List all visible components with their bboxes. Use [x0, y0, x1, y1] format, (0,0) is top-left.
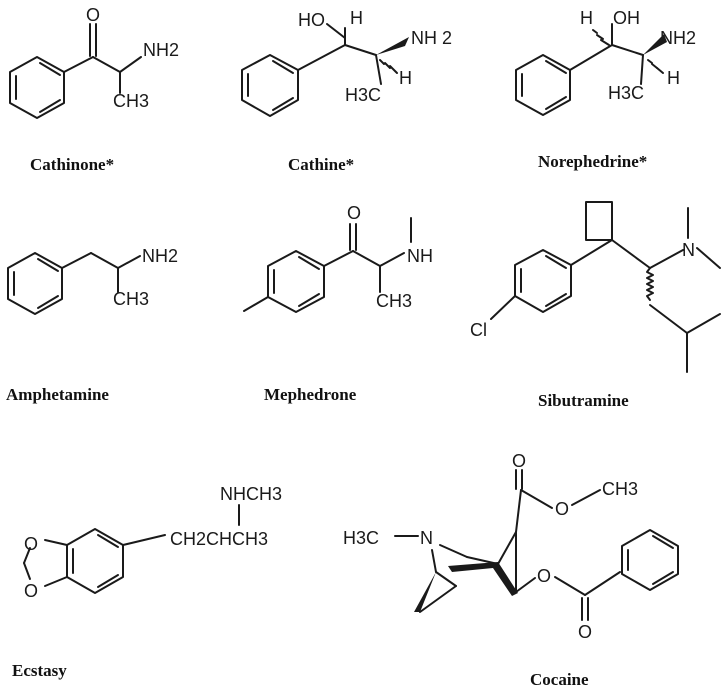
amphetamine-caption: Amphetamine — [6, 385, 109, 404]
sibutramine-nitrogen-label: N — [682, 240, 695, 260]
norephedrine-h1-label: H — [580, 8, 593, 28]
mephedrone-oxygen-label: O — [347, 203, 361, 223]
cathinone-structure: O NH2 CH3 — [9, 5, 179, 119]
cathine-amine-label: NH 2 — [411, 28, 452, 48]
cocaine-ester-methyl-label: CH3 — [602, 479, 638, 499]
cathine-h1-label: H — [350, 8, 363, 28]
amphetamine-structure: NH2 CH3 — [7, 246, 178, 315]
cocaine-benzoyl-oxygen-label: O — [578, 622, 592, 642]
cocaine-ester-oxygen-label: O — [555, 499, 569, 519]
cocaine-structure: H3C N O O CH3 O O — [343, 451, 679, 642]
mephedrone-caption: Mephedrone — [264, 385, 357, 404]
ecstasy-oxygen1-label: O — [24, 534, 38, 554]
cathinone-amine-label: NH2 — [143, 40, 179, 60]
cocaine-carbonyl-oxygen-label: O — [512, 451, 526, 471]
cocaine-nitrogen-label: N — [420, 528, 433, 548]
cocaine-benzoate-oxygen-label: O — [537, 566, 551, 586]
ecstasy-oxygen2-label: O — [24, 581, 38, 601]
sibutramine-structure: N Cl — [470, 201, 721, 373]
norephedrine-methyl-label: H3C — [608, 83, 644, 103]
amphetamine-amine-label: NH2 — [142, 246, 178, 266]
mephedrone-structure: O NH CH3 — [243, 203, 433, 313]
mephedrone-methyl-label: CH3 — [376, 291, 412, 311]
mephedrone-amine-label: NH — [407, 246, 433, 266]
cathinone-methyl-label: CH3 — [113, 91, 149, 111]
norephedrine-caption: Norephedrine* — [538, 152, 647, 171]
ecstasy-caption: Ecstasy — [12, 661, 67, 680]
cocaine-caption: Cocaine — [530, 670, 589, 689]
amphetamine-methyl-label: CH3 — [113, 289, 149, 309]
norephedrine-h2-label: H — [667, 68, 680, 88]
norephedrine-amine-label: NH2 — [660, 28, 696, 48]
norephedrine-hydroxyl-label: OH — [613, 8, 640, 28]
sibutramine-caption: Sibutramine — [538, 391, 629, 410]
cathine-methyl-label: H3C — [345, 85, 381, 105]
sibutramine-chlorine-label: Cl — [470, 320, 487, 340]
ecstasy-chain-label: CH2CHCH3 — [170, 529, 268, 549]
cocaine-methyl-label: H3C — [343, 528, 379, 548]
cathine-hydroxyl-label: HO — [298, 10, 325, 30]
cathine-structure: HO H NH 2 H H3C — [241, 8, 452, 117]
norephedrine-structure: H OH NH2 H H3C — [515, 8, 696, 116]
ecstasy-structure: O O NHCH3 CH2CHCH3 — [23, 484, 282, 601]
cathinone-oxygen-label: O — [86, 5, 100, 25]
cathinone-caption: Cathinone* — [30, 155, 114, 174]
cathine-caption: Cathine* — [288, 155, 354, 174]
ecstasy-amine-label: NHCH3 — [220, 484, 282, 504]
cathine-h2-label: H — [399, 68, 412, 88]
